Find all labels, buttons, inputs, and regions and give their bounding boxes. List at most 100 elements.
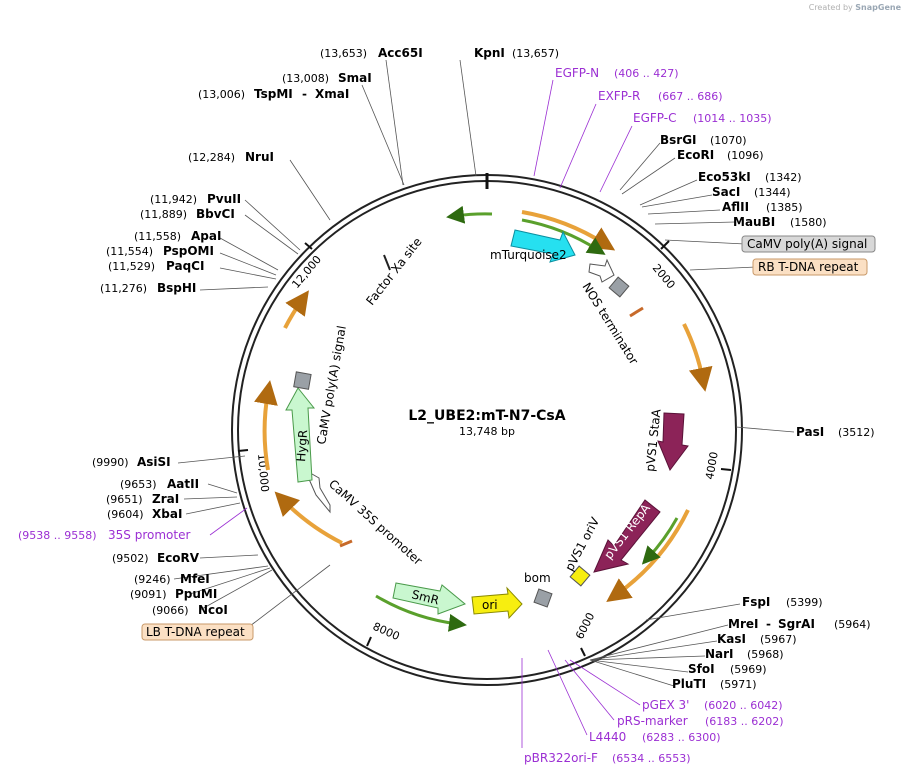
credit-prefix: Created by <box>808 3 853 12</box>
primer-range-35s-promoter: (9538 .. 9558) <box>18 529 97 542</box>
label-camv-polya-inner: CaMV poly(A) signal <box>314 325 349 446</box>
enzyme-pvuii: PvuII <box>207 192 241 206</box>
enzyme-pos-pasi: (3512) <box>838 426 875 439</box>
primer-pgex3: pGEX 3' <box>642 698 689 712</box>
orf-green-arcs <box>375 205 679 632</box>
enzyme-pos-paqci: (11,529) <box>108 260 155 273</box>
enzyme-ncoi: NcoI <box>198 603 228 617</box>
label-ori: ori <box>482 598 498 612</box>
enzyme-pos-tspmi: (13,006) <box>198 88 245 101</box>
enzyme-pos-ppumi: (9091) <box>130 588 167 601</box>
label-factor-xa-site: Factor Xa site <box>363 235 424 308</box>
enzyme-aflii: AflII <box>722 200 749 214</box>
label-bom: bom <box>524 571 551 585</box>
enzyme-pos-asisi: (9990) <box>92 456 129 469</box>
rb-repeat-box-label: RB T-DNA repeat <box>758 260 859 274</box>
enzyme-zrai: ZraI <box>152 492 179 506</box>
primer-exfp-r: EXFP-R <box>598 89 640 103</box>
enzyme-pos-mrei: (5964) <box>834 618 871 631</box>
enzyme-sgrai: SgrAI <box>778 617 815 631</box>
enzyme-pos-mfei: (9246) <box>134 573 171 586</box>
enzyme-nrui: NruI <box>245 150 274 164</box>
snapgene-credit: Created by SnapGene <box>809 3 901 12</box>
orf-green-arc-1 <box>446 205 493 224</box>
orf-green-arc-2 <box>521 218 606 255</box>
enzyme-pos-smai: (13,008) <box>282 72 329 85</box>
enzyme-saci: SacI <box>712 185 740 199</box>
camv-polya-box-label: CaMV poly(A) signal <box>747 237 867 251</box>
enzyme-paqci: PaqCI <box>166 259 204 273</box>
enzyme-pos-fspi: (5399) <box>786 596 823 609</box>
enzyme-bbvci: BbvCI <box>196 207 235 221</box>
orf-green-arc-4 <box>375 594 467 632</box>
lb-repeat-box <box>141 623 254 641</box>
enzyme-sep-sgrai: - <box>766 617 771 631</box>
camv-polya-block <box>293 371 312 390</box>
tick-4000: 4000 <box>703 451 721 481</box>
enzyme-sfoi: SfoI <box>688 662 715 676</box>
enzyme-pos-nari: (5968) <box>747 648 784 661</box>
pvs1-oriv-block <box>569 565 591 587</box>
enzyme-pos-bsrgi: (1070) <box>710 134 747 147</box>
primer-range-prs-marker: (6183 .. 6202) <box>705 715 784 728</box>
enzyme-pos-xbai: (9604) <box>107 508 144 521</box>
enzyme-mfei: MfeI <box>180 572 210 586</box>
pvs1-repa-arrow <box>593 499 661 573</box>
enzyme-ppumi: PpuMI <box>175 587 217 601</box>
bom-block <box>533 588 553 608</box>
snapgene-logo: SnapGene <box>855 3 901 12</box>
enzyme-pluti: PluTI <box>672 677 706 691</box>
enzyme-pos-kpni: (13,657) <box>512 47 559 60</box>
enzyme-eco53ki: Eco53kI <box>698 170 751 184</box>
label-hygr: HygR <box>294 429 310 462</box>
orf-arc-6 <box>283 290 309 329</box>
enzyme-kasi: KasI <box>717 632 746 646</box>
enzyme-apai: ApaI <box>191 229 221 243</box>
enzyme-xbai: XbaI <box>152 507 182 521</box>
rb-repeat-box <box>752 258 868 276</box>
nos-terminator-arrow-small <box>588 258 615 283</box>
lb-repeat-mark <box>339 539 353 548</box>
primer-range-pbr322ori-f: (6534 .. 6553) <box>612 752 691 765</box>
primer-range-egfp-n: (406 .. 427) <box>614 67 679 80</box>
primer-pbr322ori-f: pBR322ori-F <box>524 751 598 765</box>
label-nos-terminator: NOS terminator <box>579 280 641 367</box>
factor-xa-mark <box>383 254 391 271</box>
enzyme-pasi: PasI <box>796 425 824 439</box>
primer-l4440: L4440 <box>589 730 626 744</box>
camv-polya-box <box>741 235 876 253</box>
tick-marks <box>237 240 732 657</box>
plasmid-length: 13,748 bp <box>459 425 515 438</box>
primer-leaders <box>209 79 641 748</box>
orf-arc-4 <box>274 491 343 545</box>
label-smr: SmR <box>410 587 440 607</box>
orf-arc-5 <box>254 380 278 471</box>
primer-range-l4440: (6283 .. 6300) <box>642 731 721 744</box>
enzyme-tspmi: TspMI <box>254 87 293 101</box>
enzyme-aatii: AatII <box>167 477 199 491</box>
nos-terminator-block <box>608 276 630 298</box>
primer-range-egfp-c: (1014 .. 1035) <box>693 112 772 125</box>
label-mturquoise2: mTurquoise2 <box>490 248 567 262</box>
label-pvs1-staa: pVS1 StaA <box>643 408 664 473</box>
enzyme-sep-xmai: - <box>302 87 307 101</box>
hygr-arrow <box>285 387 316 483</box>
enzyme-bsrgi: BsrGI <box>660 133 697 147</box>
enzyme-pos-ecorv: (9502) <box>112 552 149 565</box>
enzyme-pos-ecori: (1096) <box>727 149 764 162</box>
enzyme-leaders <box>173 59 795 687</box>
primer-35s-promoter: 35S promoter <box>108 528 190 542</box>
enzyme-pos-bbvci: (11,889) <box>140 208 187 221</box>
plasmid-name: L2_UBE2:mT-N7-CsA <box>408 408 565 424</box>
enzyme-pos-maubi: (1580) <box>790 216 827 229</box>
primer-range-pgex3: (6020 .. 6042) <box>704 699 783 712</box>
enzyme-pos-ncoi: (9066) <box>152 604 189 617</box>
enzyme-pos-apai: (11,558) <box>134 230 181 243</box>
mturquoise2-arrow <box>510 229 576 263</box>
enzyme-nari: NarI <box>705 647 734 661</box>
enzyme-pos-bsphi: (11,276) <box>100 282 147 295</box>
enzyme-pos-sfoi: (5969) <box>730 663 767 676</box>
enzyme-bsphi: BspHI <box>157 281 196 295</box>
enzyme-pos-aatii: (9653) <box>120 478 157 491</box>
